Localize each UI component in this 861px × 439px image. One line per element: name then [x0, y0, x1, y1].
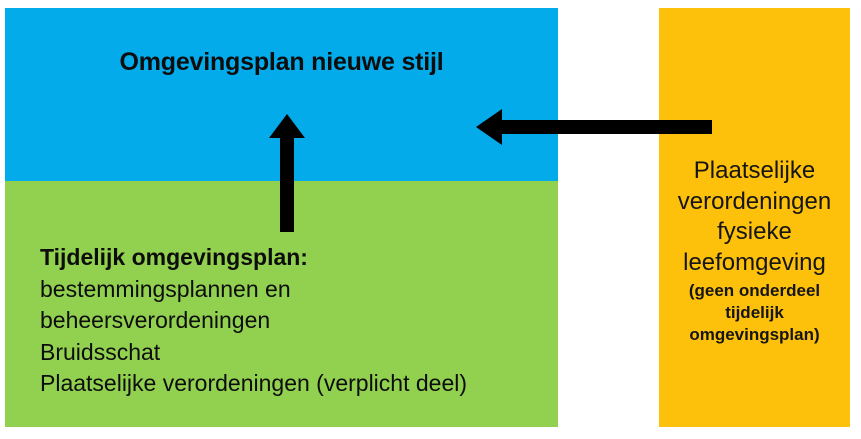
green-block-text: Tijdelijk omgevingsplan: bestemmingsplan…	[40, 242, 555, 400]
orange-block-text: Plaatselijke verordeningen fysieke leefo…	[659, 156, 850, 346]
orange-heading-line-3: fysieke	[717, 218, 792, 246]
arrow-left-shape	[476, 109, 712, 145]
orange-heading-line-1: Plaatselijke	[693, 157, 816, 184]
arrow-left-icon	[476, 108, 712, 146]
blue-block-title: Omgevingsplan nieuwe stijl	[119, 48, 444, 76]
orange-block-plaatselijke-verordeningen: Plaatselijke verordeningen fysieke leefo…	[659, 8, 850, 427]
orange-heading-line-2: verordeningen	[677, 187, 832, 215]
orange-note-line-1: (geen onderdeel	[688, 280, 821, 300]
orange-block-heading: Plaatselijke verordeningen fysieke leefo…	[659, 156, 850, 279]
orange-block-note: (geen onderdeel tijdelijk omgevingsplan)	[659, 280, 850, 346]
arrow-up-icon	[268, 114, 306, 232]
green-block-heading: Tijdelijk omgevingsplan:	[40, 244, 308, 270]
green-block-line-2: beheersverordeningen	[40, 307, 271, 333]
orange-note-line-3: omgevingsplan)	[689, 325, 820, 345]
green-block-line-4: Plaatselijke verordeningen (verplicht de…	[40, 370, 468, 396]
green-block-line-3: Bruidsschat	[40, 338, 161, 365]
arrow-up-shape	[269, 114, 305, 232]
orange-note-line-2: tijdelijk	[725, 302, 784, 322]
orange-heading-line-4: leefomgeving	[683, 249, 826, 277]
green-block-tijdelijk-omgevingsplan: Tijdelijk omgevingsplan: bestemmingsplan…	[5, 181, 558, 427]
green-block-line-1: bestemmingsplannen en	[40, 275, 291, 302]
